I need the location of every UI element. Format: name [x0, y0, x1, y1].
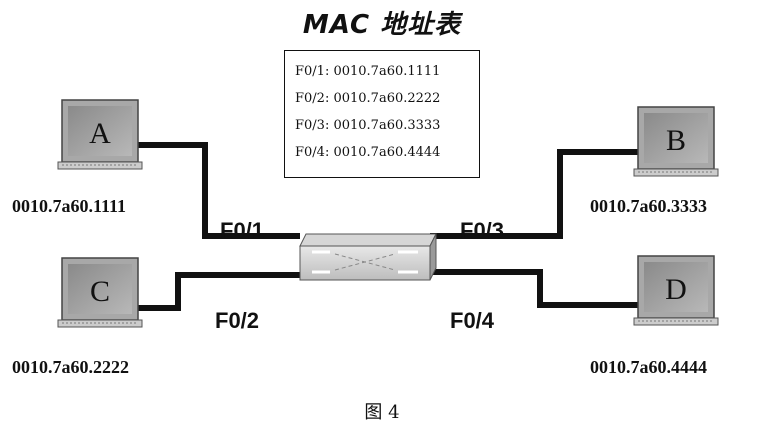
- mac-table-row: F0/4: 0010.7a60.4444: [295, 145, 441, 160]
- computer-label-a: A: [89, 117, 111, 150]
- computer-b-icon: B: [633, 106, 719, 177]
- port-label-f0-1: F0/1: [220, 218, 265, 243]
- computer-label-d: D: [665, 273, 687, 306]
- mac-table-row: F0/1: 0010.7a60.1111: [295, 64, 441, 79]
- cable-f0-4: [430, 269, 640, 308]
- host-b-address: 0010.7a60.3333: [590, 196, 707, 216]
- port-label-f0-2: F0/2: [215, 308, 260, 333]
- cable-f0-2: [138, 272, 300, 311]
- figure-caption: 图 4: [364, 402, 400, 423]
- computer-label-b: B: [666, 124, 686, 157]
- computer-label-c: C: [90, 275, 110, 308]
- mac-table-row: F0/3: 0010.7a60.3333: [295, 118, 441, 133]
- cable-f0-3: [430, 149, 640, 239]
- cable-f0-1: [138, 142, 300, 239]
- computer-c-icon: C: [57, 257, 143, 328]
- host-d-address: 0010.7a60.4444: [590, 357, 707, 377]
- mac-address-table: F0/1: 0010.7a60.1111 F0/2: 0010.7a60.222…: [284, 50, 480, 178]
- host-c-address: 0010.7a60.2222: [12, 357, 129, 377]
- computer-d-icon: D: [633, 255, 719, 326]
- mac-table-row: F0/2: 0010.7a60.2222: [295, 91, 441, 106]
- computer-a-icon: A: [57, 99, 143, 170]
- host-a-address: 0010.7a60.1111: [12, 196, 127, 216]
- switch-icon: [299, 233, 437, 281]
- port-label-f0-3: F0/3: [460, 218, 505, 243]
- port-label-f0-4: F0/4: [450, 308, 495, 333]
- diagram-title: MAC 地址表: [302, 10, 462, 40]
